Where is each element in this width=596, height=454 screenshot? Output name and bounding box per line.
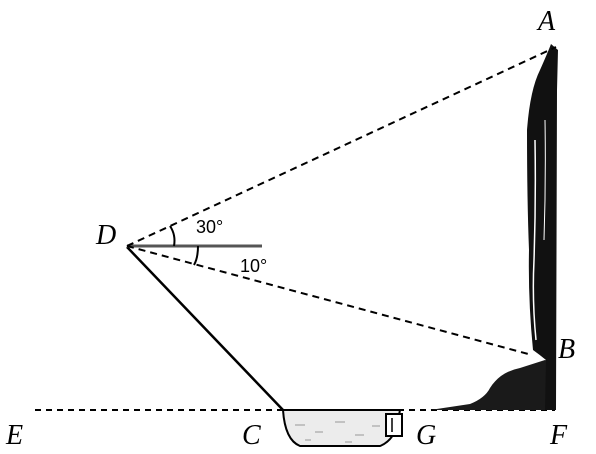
label-d: D [95, 220, 116, 251]
pond [281, 409, 402, 447]
label-b: B [558, 334, 575, 365]
cliff-base [430, 360, 555, 410]
sightline-da [126, 46, 557, 247]
label-f: F [549, 420, 568, 451]
angle-arc-30 [169, 225, 176, 247]
slope-dc [126, 246, 284, 411]
tower-highlight-2 [543, 119, 546, 241]
label-e: E [5, 420, 23, 451]
label-c: C [242, 420, 261, 451]
pond-texture [295, 421, 380, 443]
angle-label-30: 30° [196, 217, 223, 237]
tower-highlight [532, 139, 537, 341]
angle-label-10: 10° [240, 256, 267, 276]
sightline-db [126, 245, 533, 356]
label-g: G [416, 420, 436, 451]
label-a: A [536, 6, 556, 37]
tower [527, 44, 558, 410]
angle-arc-10 [193, 245, 199, 266]
marker-g [385, 413, 403, 437]
